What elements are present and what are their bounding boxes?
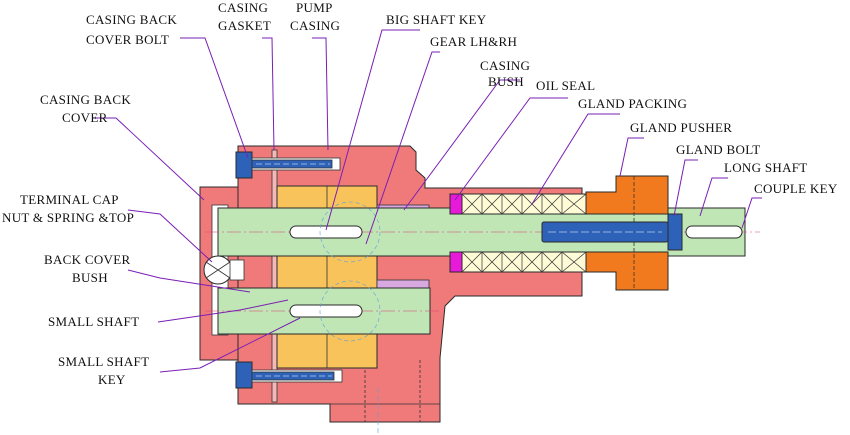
big-shaft-key	[289, 225, 363, 239]
casing-gasket	[271, 149, 278, 403]
label-couple-key: COUPLE KEY	[754, 181, 838, 196]
label-casing-gasket-1: CASING	[218, 0, 268, 15]
label-casing-bush-2: BUSH	[488, 74, 524, 89]
label-gland-bolt: GLAND BOLT	[676, 142, 761, 157]
label-small-shaft: SMALL SHAFT	[48, 314, 139, 329]
gland-pusher	[585, 175, 669, 291]
label-pump-casing-2: CASING	[290, 18, 340, 33]
casing-back-cover-bolt-lower	[235, 361, 343, 389]
label-small-shaft-key-2: KEY	[98, 372, 126, 387]
label-casing-gasket-2: GASKET	[218, 18, 271, 33]
gear-pitch-circle	[319, 201, 381, 263]
label-casing-back-cover-2: COVER	[62, 110, 108, 125]
label-casing-back-cover-1: CASING BACK	[40, 92, 131, 107]
gear-pitch-circle-lower	[319, 280, 381, 342]
label-gland-packing: GLAND PACKING	[578, 96, 687, 111]
gland-bolt	[541, 213, 683, 251]
casing-back-cover-bolt	[235, 151, 341, 179]
label-big-shaft-key: BIG SHAFT KEY	[386, 12, 487, 27]
labels: CASING BACK COVER BOLT CASING GASKET PUM…	[2, 0, 838, 387]
couple-key	[685, 225, 743, 239]
small-shaft-key	[289, 304, 363, 318]
label-small-shaft-key-1: SMALL SHAFT	[58, 354, 149, 369]
label-terminal-cap-2: NUT & SPRING &TOP	[2, 210, 134, 225]
label-pump-casing-1: PUMP	[296, 0, 333, 15]
label-back-cover-bush-2: BUSH	[72, 270, 108, 285]
label-casing-back-cover-bolt-1: CASING BACK	[86, 12, 177, 27]
label-long-shaft: LONG SHAFT	[724, 160, 808, 175]
gland-packing	[461, 193, 587, 273]
terminal-cap	[203, 255, 245, 285]
label-oil-seal: OIL SEAL	[536, 78, 595, 93]
label-casing-bush-1: CASING	[480, 58, 530, 73]
label-gear: GEAR LH&RH	[430, 34, 517, 49]
label-gland-pusher: GLAND PUSHER	[630, 120, 732, 135]
leader-lines	[92, 29, 762, 373]
label-back-cover-bush-1: BACK COVER	[44, 252, 130, 267]
label-terminal-cap-1: TERMINAL CAP	[20, 192, 119, 207]
label-casing-back-cover-bolt-2: COVER BOLT	[86, 32, 169, 47]
